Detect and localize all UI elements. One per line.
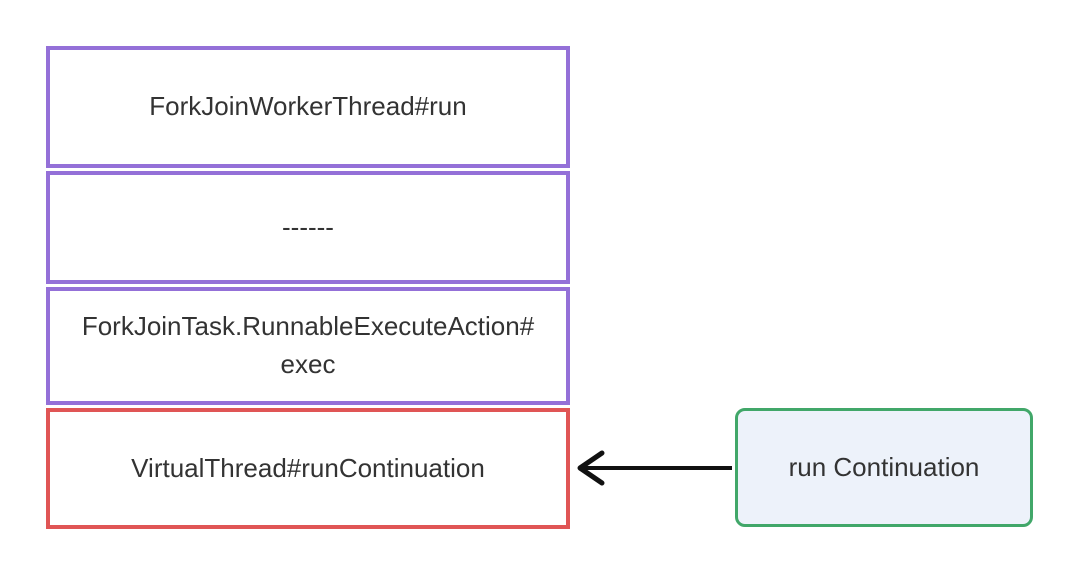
stack-frame-label: ------ <box>282 211 334 242</box>
stack-frame-ellipsis: ------ <box>46 171 570 284</box>
arrow-head-icon <box>577 450 605 486</box>
stack-frame-label: ForkJoinWorkerThread#run <box>149 91 467 122</box>
stack-frame-label: VirtualThread#runContinuation <box>131 452 485 483</box>
stack-frame-label: ForkJoinTask.RunnableExecuteAction# exec <box>81 311 535 379</box>
left-arrow-connector <box>577 450 732 486</box>
stack-frame-runnableexecuteaction-exec: ForkJoinTask.RunnableExecuteAction# exec <box>46 287 570 405</box>
stack-frame-forkjoinworkerthread-run: ForkJoinWorkerThread#run <box>46 46 570 168</box>
call-stack: ForkJoinWorkerThread#run ------ ForkJoin… <box>46 46 570 529</box>
stack-frame-virtualthread-runcontinuation: VirtualThread#runContinuation <box>46 408 570 529</box>
callout-label: run Continuation <box>788 452 980 482</box>
run-continuation-callout: run Continuation <box>735 408 1033 527</box>
